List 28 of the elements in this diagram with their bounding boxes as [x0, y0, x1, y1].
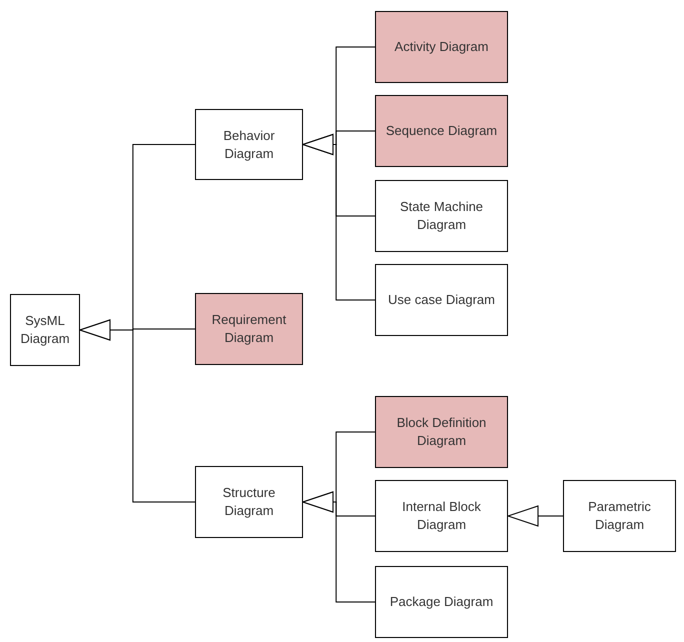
generalization-arrow — [508, 506, 564, 526]
box-label: Internal Block Diagram — [401, 498, 482, 534]
diagram-box — [563, 480, 676, 552]
diagram-box — [375, 264, 508, 336]
box-label: Behavior Diagram — [222, 126, 276, 162]
generalization-arrow — [302, 134, 376, 300]
generalization-arrow — [80, 320, 196, 502]
diagram-box — [375, 11, 508, 83]
box-label: SysML Diagram — [19, 312, 71, 348]
box-label: Activity Diagram — [394, 38, 490, 56]
diagram-box — [195, 109, 303, 180]
box-label: Block Definition Diagram — [396, 414, 488, 450]
box-label: Sequence Diagram — [384, 122, 498, 140]
box-label: Parametric Diagram — [587, 498, 652, 534]
diagram-box — [195, 293, 303, 365]
diagram-box — [375, 480, 508, 552]
box-label: Requirement Diagram — [210, 311, 288, 347]
box-label: Structure Diagram — [222, 484, 276, 520]
diagram-box — [375, 180, 508, 252]
diagram-box — [195, 466, 303, 538]
generalization-arrow — [302, 492, 376, 602]
diagram-box — [10, 294, 80, 366]
box-label: State Machine Diagram — [398, 198, 484, 234]
diagram-box — [375, 396, 508, 468]
diagram-box — [375, 566, 508, 638]
box-label: Use case Diagram — [387, 291, 496, 309]
diagram-box — [375, 95, 508, 167]
box-label: Package Diagram — [388, 593, 494, 611]
